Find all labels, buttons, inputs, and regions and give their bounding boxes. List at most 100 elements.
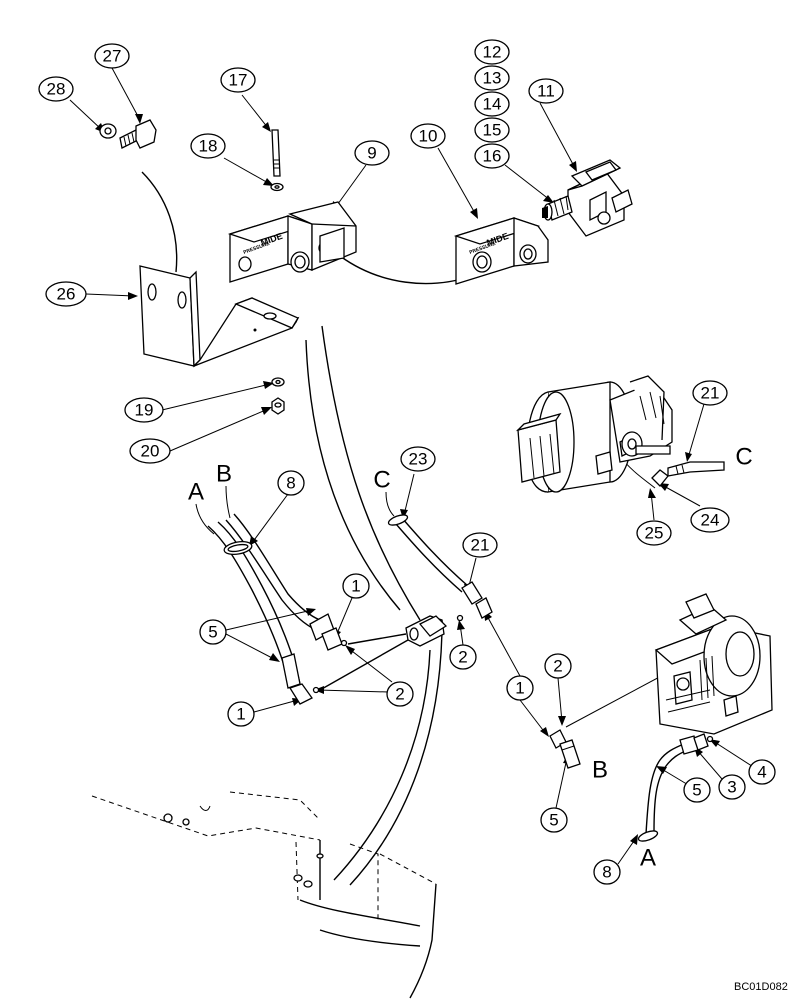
svg-text:3: 3: [727, 778, 736, 797]
svg-text:14: 14: [483, 95, 502, 114]
svg-text:25: 25: [645, 524, 664, 543]
svg-text:27: 27: [103, 47, 122, 66]
callout-21-center: 21: [462, 532, 498, 558]
clamp-23-icon: [387, 514, 409, 526]
letter-a-left: A: [188, 479, 204, 506]
solenoid-coil-icon: [515, 375, 673, 493]
svg-text:8: 8: [286, 474, 295, 493]
svg-text:5: 5: [549, 811, 558, 830]
svg-text:8: 8: [602, 863, 611, 882]
washer-18-icon: [270, 182, 284, 192]
callout-4: 4: [748, 759, 776, 785]
connection-letters: A B C C B A: [188, 444, 753, 872]
fitting-5-b-icon: [559, 739, 581, 769]
elbow-fitting-center-icon: [475, 597, 493, 619]
solenoid-11-icon: [567, 159, 633, 237]
svg-text:24: 24: [701, 511, 720, 530]
callout-13: 13: [474, 65, 510, 91]
washer-19-icon: [271, 377, 285, 387]
callout-11: 11: [528, 78, 564, 104]
leader-lines: [69, 67, 759, 865]
callout-15: 15: [474, 117, 510, 143]
svg-text:2: 2: [395, 685, 404, 704]
svg-text:26: 26: [57, 285, 76, 304]
callout-2-center: 2: [449, 644, 477, 670]
letter-a-bottom: A: [640, 845, 656, 872]
svg-text:2: 2: [553, 657, 562, 676]
manifold-icon: [319, 615, 448, 691]
svg-text:23: 23: [409, 450, 428, 469]
svg-text:18: 18: [199, 137, 218, 156]
nut-20-icon: [271, 397, 285, 415]
svg-text:11: 11: [537, 82, 555, 101]
callout-24: 24: [690, 507, 730, 533]
callout-12: 12: [474, 39, 510, 65]
callout-21-right: 21: [692, 380, 728, 406]
callout-5-left: 5: [199, 619, 227, 645]
svg-text:2: 2: [458, 648, 467, 667]
machine-frame-icon: [91, 791, 437, 999]
bolt-17-icon: [271, 129, 281, 177]
washer-28-icon: [99, 123, 117, 139]
callout-8-bottom: 8: [593, 859, 621, 885]
fitting-21-right-icon: [667, 461, 725, 477]
letter-b-left: B: [216, 461, 232, 488]
svg-text:12: 12: [483, 43, 502, 62]
callout-18: 18: [190, 133, 226, 159]
svg-text:20: 20: [141, 442, 160, 461]
svg-text:13: 13: [483, 69, 502, 88]
elbow-fitting-1-lower-icon: [289, 683, 313, 705]
callout-5-middle: 5: [540, 807, 568, 833]
callout-28: 28: [38, 76, 74, 102]
letter-c-left: C: [373, 467, 390, 494]
clamp-8-icon: [223, 540, 253, 556]
callout-14: 14: [474, 91, 510, 117]
svg-text:10: 10: [419, 127, 438, 146]
svg-text:1: 1: [515, 679, 524, 698]
callout-8-top: 8: [277, 470, 305, 496]
clamp-8-lower-icon: [637, 830, 659, 842]
callout-25: 25: [636, 520, 672, 546]
svg-text:21: 21: [701, 384, 720, 403]
fitting-24-icon: [651, 469, 669, 487]
callouts: 27 28 17 18 9 10 12 13 14 15 16 11 26 19…: [38, 39, 776, 885]
callout-1-lower: 1: [227, 701, 255, 727]
cartridge-16-icon: [542, 195, 573, 221]
callout-10: 10: [410, 123, 446, 149]
svg-text:1: 1: [236, 705, 245, 724]
svg-text:16: 16: [483, 147, 502, 166]
fitting-3-icon: [693, 733, 709, 751]
callout-9: 9: [354, 140, 390, 166]
o-ring-2-lower-icon: [312, 686, 320, 694]
callout-2-right: 2: [544, 653, 572, 679]
svg-text:4: 4: [757, 763, 766, 782]
callout-20: 20: [129, 438, 171, 464]
o-ring-2-upper-icon: [340, 639, 348, 647]
valve-block-10-icon: MIDE PRESSURE: [453, 217, 549, 285]
callout-2-left: 2: [386, 681, 414, 707]
svg-text:21: 21: [471, 536, 490, 555]
callout-19: 19: [124, 397, 164, 423]
connection-curves: [141, 171, 656, 886]
callout-26: 26: [45, 281, 87, 307]
svg-text:5: 5: [692, 781, 701, 800]
drawing-id: BC01D082: [734, 981, 788, 993]
callout-3: 3: [718, 774, 746, 800]
svg-text:19: 19: [135, 401, 154, 420]
transmission-icon: [654, 593, 773, 735]
hose-c-icon: [395, 517, 483, 605]
valve-block-9-icon: MIDE PRESSURE: [227, 201, 357, 283]
svg-text:28: 28: [47, 80, 66, 99]
hose-b-icon: [225, 513, 335, 641]
callout-27: 27: [94, 43, 130, 69]
svg-text:9: 9: [367, 144, 376, 163]
callout-23: 23: [400, 446, 436, 472]
svg-text:5: 5: [208, 623, 217, 642]
bolt-27-icon: [119, 119, 157, 149]
letter-c-right: C: [735, 444, 752, 471]
svg-text:15: 15: [483, 121, 502, 140]
letter-b-right: B: [592, 757, 608, 784]
callout-1-middle: 1: [506, 675, 534, 701]
